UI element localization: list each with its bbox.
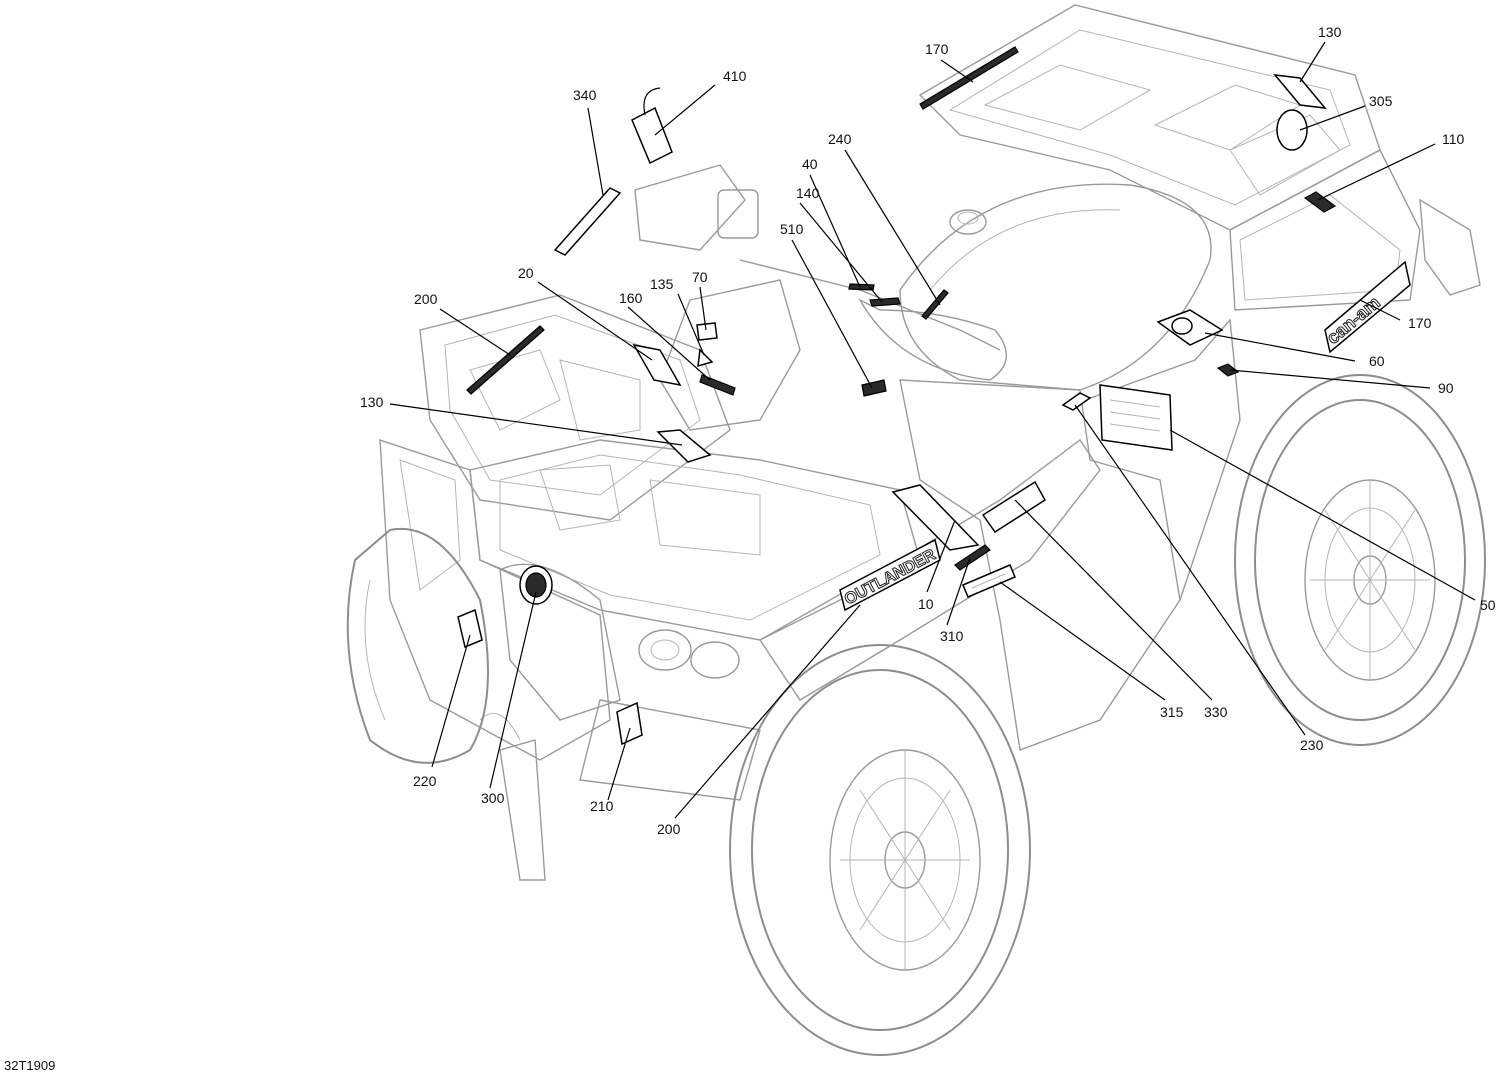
decal-20 [632,343,682,387]
decal-340 [553,187,622,256]
decal-230 [1061,392,1092,411]
callout-90: 90 [1438,380,1454,396]
decal-160 [699,374,736,396]
callout-330: 330 [1204,704,1228,720]
callout-50: 50 [1480,597,1496,613]
callout-200-outlander: 200 [657,821,681,837]
callout-240: 240 [828,131,852,147]
callout-340: 340 [573,87,597,103]
callout-60: 60 [1369,353,1385,369]
callout-160: 160 [619,290,643,306]
callout-300: 300 [481,790,505,806]
decal-110 [1303,191,1337,213]
decal-315-4x4 [962,564,1016,598]
callout-230: 230 [1300,737,1324,753]
decal-210 [616,701,643,746]
atv-body-line-art [346,4,1486,1056]
brand-logo-text: can-am [1323,292,1384,348]
decal-200-front-rack [466,325,545,395]
decal-220 [457,608,483,649]
decal-135 [697,348,714,368]
decal-60 [1156,309,1224,346]
callout-labels: 130 170 410 340 305 240 110 40 140 510 2… [360,24,1496,837]
decal-130-front [656,429,712,463]
callout-170-rear-rack: 170 [925,41,949,57]
callout-130-front: 130 [360,394,384,410]
callout-130-rear: 130 [1318,24,1342,40]
callout-310: 310 [940,628,964,644]
decal-140 [869,297,901,307]
rear-right-tire [1234,374,1486,746]
callout-410: 410 [723,68,747,84]
decal-70 [696,322,718,341]
callout-110: 110 [1442,131,1465,147]
decal-300-brp-logo [519,565,553,605]
callout-315: 315 [1160,704,1184,720]
decal-170-rear-rack [919,46,1019,110]
callout-305: 305 [1369,93,1393,109]
callout-10: 10 [918,596,934,612]
callout-200-front-rack: 200 [414,291,438,307]
front-left-tire [346,527,489,764]
callout-170-logo: 170 [1408,315,1432,331]
decal-305 [1276,109,1308,151]
decal-90 [1216,363,1240,377]
decal-10 [891,484,980,551]
callout-220: 220 [413,773,437,789]
drawing-reference-number: 32T1909 [4,1058,56,1073]
callout-20: 20 [518,265,534,281]
decal-410-hang-tag [631,87,673,165]
callout-135: 135 [650,276,674,292]
decal-130-rear [1273,74,1327,109]
decal-50-info-label [1099,384,1173,451]
callout-140: 140 [796,185,820,201]
callout-210: 210 [590,798,614,814]
decals: can-am OUTLANDER [457,46,1411,746]
callout-40: 40 [802,156,818,172]
decal-330 [981,480,1046,534]
callout-70: 70 [692,269,708,285]
front-right-tire [729,644,1031,1056]
leader-lines [389,41,1476,819]
decal-310 [954,544,991,571]
callout-510: 510 [780,221,804,237]
decal-170-canam-logo: can-am [1322,260,1411,354]
decal-510 [861,379,887,397]
